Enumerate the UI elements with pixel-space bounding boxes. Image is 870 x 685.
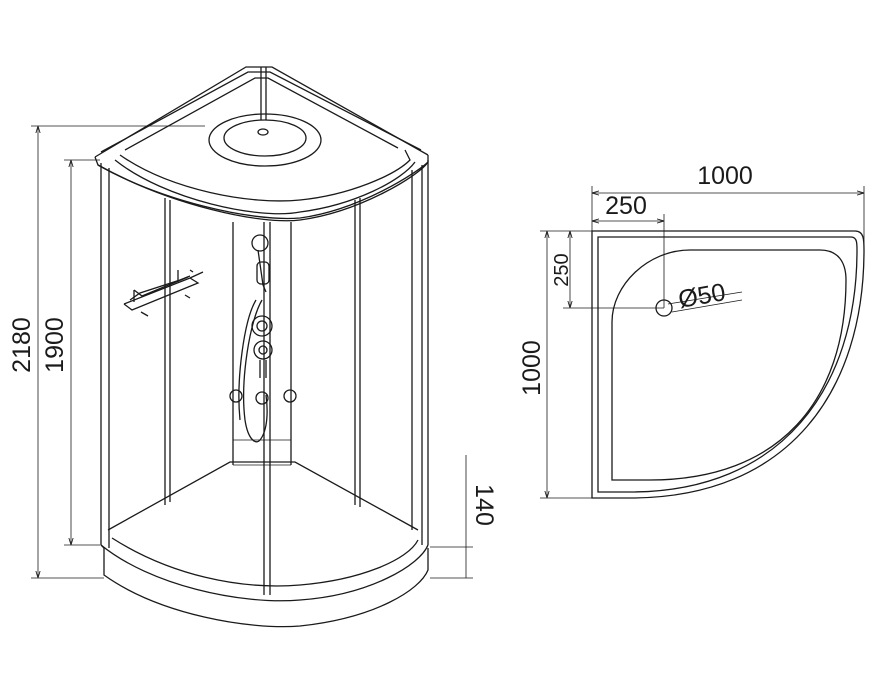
- dim-drain-offset-x-label: 250: [605, 192, 647, 220]
- shower-plan-view: 1000 250 250 1000 Ø50: [518, 162, 865, 499]
- shower-tray: [100, 461, 429, 628]
- wall-shelf: [123, 269, 204, 317]
- shower-roof: [94, 66, 429, 222]
- dim-glass-height-label: 1900: [41, 317, 69, 373]
- dimension-total-height: 2180: [8, 125, 205, 579]
- ceiling-light-outer: [208, 113, 322, 167]
- dimension-drain-diameter: Ø50: [667, 278, 743, 314]
- shower-perspective-view: 2180 1900 140: [8, 66, 498, 628]
- dim-plan-width-label: 1000: [697, 162, 753, 190]
- dimension-drain-offset-x: 250: [592, 192, 665, 308]
- dimension-glass-height: 1900: [41, 159, 100, 546]
- dim-total-height-label: 2180: [8, 317, 36, 373]
- tray-outline: [591, 230, 865, 499]
- back-panel: [232, 222, 292, 466]
- shower-glass-walls: [100, 160, 429, 595]
- ceiling-light-inner: [223, 119, 307, 157]
- hand-shower: [238, 234, 270, 443]
- dim-tray-height-label: 140: [470, 484, 498, 526]
- tray-basin: [611, 249, 847, 481]
- dim-drain-offset-y-label: 250: [551, 253, 573, 286]
- dimension-plan-width: 1000: [591, 162, 865, 245]
- dimension-tray-height: 140: [430, 455, 498, 579]
- dimension-drain-offset-y: 250: [551, 230, 664, 309]
- dim-plan-depth-label: 1000: [518, 340, 546, 396]
- mixer-valve: [229, 315, 297, 405]
- dim-drain-diameter-label: Ø50: [676, 278, 727, 314]
- dimension-plan-depth: 1000: [518, 230, 592, 499]
